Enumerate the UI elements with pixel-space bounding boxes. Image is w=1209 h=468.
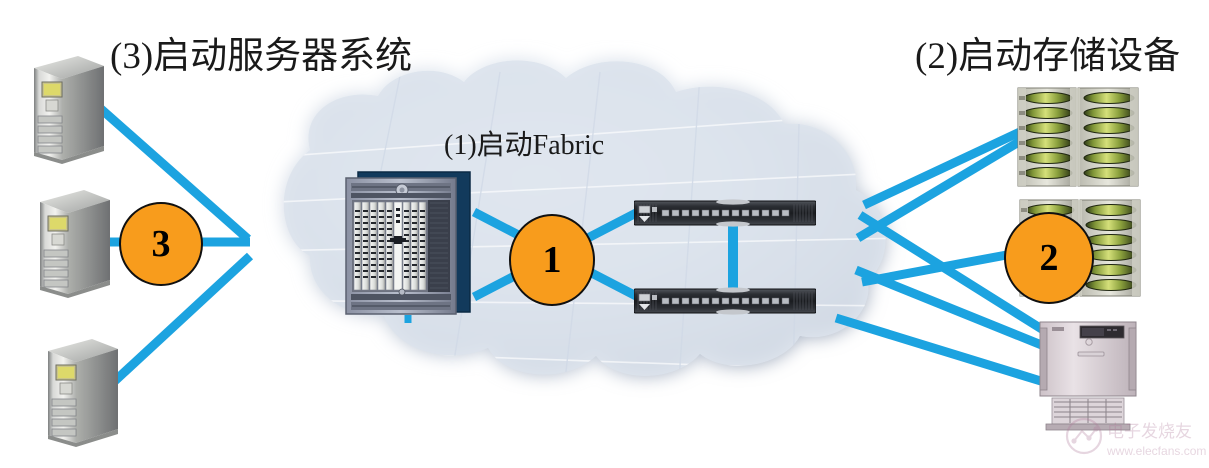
disk-array-top — [1016, 86, 1140, 188]
label-start-fabric: (1)启动Fabric — [444, 130, 605, 161]
step-badge-3[interactable]: 3 — [119, 202, 203, 286]
director-switch-chassis — [344, 170, 474, 322]
step-badge-1-number: 1 — [542, 239, 562, 281]
watermark-url: www.elecfans.com — [1106, 444, 1206, 458]
step-badge-1[interactable]: 1 — [509, 214, 595, 306]
link-cloud-to-disk-array-top-b — [855, 136, 1025, 242]
server-tower-middle — [34, 186, 116, 298]
watermark-brand: 电子发烧友 — [1107, 422, 1192, 441]
edge-switch-bottom — [634, 285, 816, 317]
step-badge-2-number: 2 — [1039, 237, 1059, 279]
edge-switch-top — [634, 197, 816, 229]
link-server-top-to-cloud — [89, 97, 251, 243]
label-start-storage-devices: (2)启动存储设备 — [915, 36, 1181, 77]
link-cloud-to-disk-array-middle-b — [861, 249, 1013, 287]
link-cloud-to-tape-library-b — [834, 313, 1046, 387]
label-start-server-system: (3)启动服务器系统 — [110, 36, 413, 77]
site-watermark: 电子发烧友 www.elecfans.com — [1065, 417, 1206, 458]
link-cloud-to-tape-library-a — [854, 265, 1046, 351]
tape-library — [1032, 318, 1144, 434]
step-badge-3-number: 3 — [151, 223, 171, 265]
link-server-bottom-to-cloud — [100, 252, 254, 395]
server-tower-bottom — [42, 335, 124, 447]
step-badge-2[interactable]: 2 — [1004, 212, 1094, 304]
link-cloud-to-disk-array-middle — [857, 211, 1051, 337]
link-cloud-to-disk-array-top-a — [862, 126, 1024, 210]
server-tower-top — [28, 52, 110, 164]
